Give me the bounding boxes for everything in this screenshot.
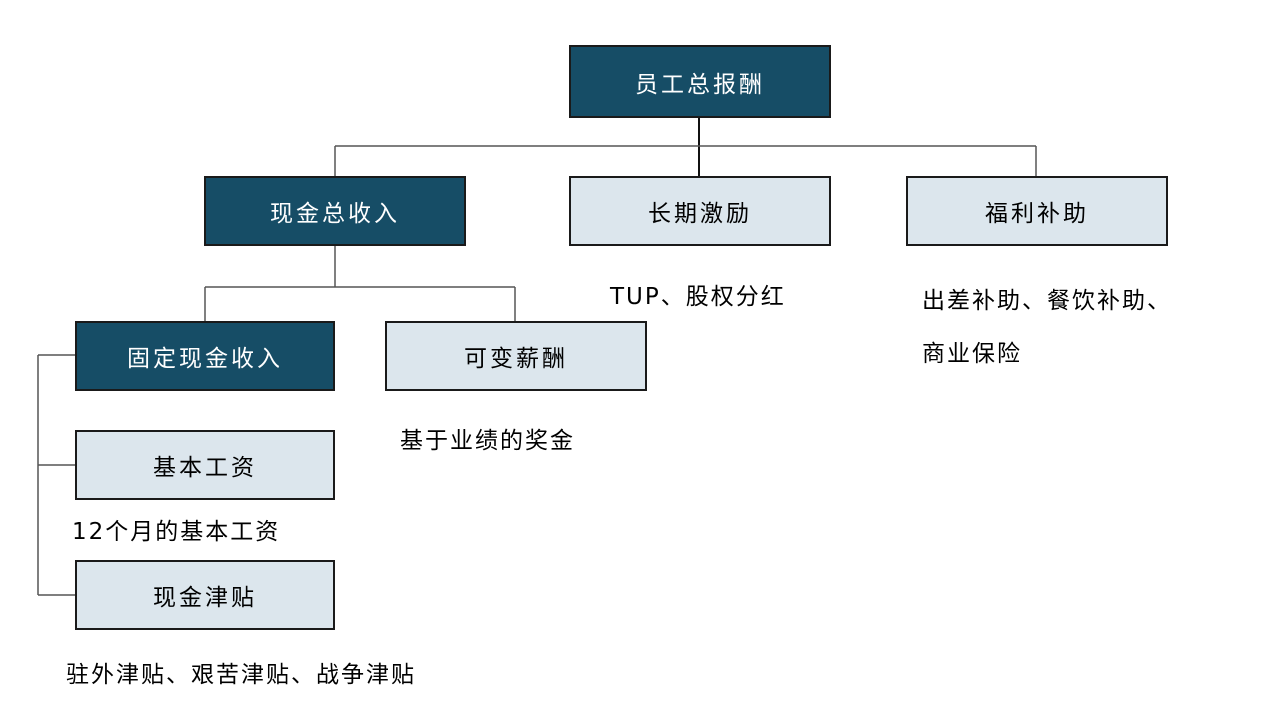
node-benefits-label: 福利补助: [985, 201, 1089, 227]
node-cash-allowance: 现金津贴: [75, 560, 335, 630]
node-total-compensation: 员工总报酬: [569, 45, 831, 118]
note-long-term-incentive: TUP、股权分红: [610, 284, 786, 310]
note-base-salary: 12个月的基本工资: [72, 519, 281, 545]
node-fixed-cash-label: 固定现金收入: [127, 346, 283, 372]
node-cash-total-label: 现金总收入: [270, 201, 400, 227]
node-long-term-incentive-label: 长期激励: [648, 201, 752, 227]
node-long-term-incentive: 长期激励: [569, 176, 831, 246]
node-base-salary: 基本工资: [75, 430, 335, 500]
node-benefits: 福利补助: [906, 176, 1168, 246]
note-benefits-line2: 商业保险: [922, 341, 1022, 367]
note-benefits-line1: 出差补助、餐饮补助、: [922, 288, 1172, 314]
node-variable-pay: 可变薪酬: [385, 321, 647, 391]
note-variable-pay: 基于业绩的奖金: [400, 428, 575, 454]
node-cash-total: 现金总收入: [204, 176, 466, 246]
note-cash-allowance: 驻外津贴、艰苦津贴、战争津贴: [66, 662, 416, 688]
node-cash-allowance-label: 现金津贴: [153, 585, 257, 611]
node-variable-pay-label: 可变薪酬: [464, 346, 568, 372]
node-total-compensation-label: 员工总报酬: [635, 71, 765, 98]
node-base-salary-label: 基本工资: [153, 455, 257, 481]
node-fixed-cash: 固定现金收入: [75, 321, 335, 391]
